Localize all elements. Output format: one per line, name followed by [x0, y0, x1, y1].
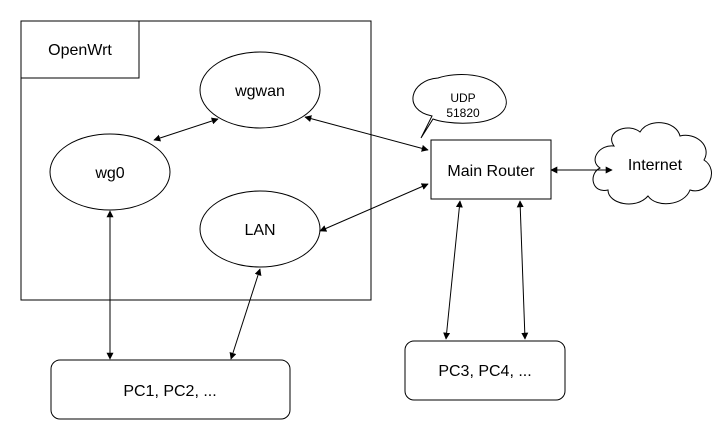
wg0-ellipse — [49, 133, 171, 211]
edge-main-router-pc4 — [516, 200, 529, 340]
edge-lan-main-router — [319, 183, 429, 232]
main-router-box — [430, 139, 552, 200]
edge-wg0-wgwan — [153, 117, 219, 142]
node-pcs-left: PC1, PC2, ... — [50, 359, 291, 420]
wgwan-ellipse — [199, 51, 321, 129]
node-internet: Internet — [592, 122, 712, 205]
callout-line2: 51820 — [446, 106, 480, 120]
openwrt-label: OpenWrt — [48, 42, 112, 59]
udp-callout: UDP 51820 — [412, 74, 507, 139]
edge-wgwan-main-router — [304, 115, 429, 152]
internet-label: Internet — [628, 157, 683, 174]
node-main-router: Main Router — [430, 139, 552, 200]
wg0-label: wg0 — [94, 165, 124, 182]
node-wgwan: wgwan — [199, 51, 321, 129]
lan-label: LAN — [244, 222, 275, 239]
pcs-left-label: PC1, PC2, ... — [123, 383, 216, 400]
edge-lan-pcs-left — [229, 268, 262, 360]
internet-cloud — [592, 122, 712, 205]
openwrt-label-box — [20, 20, 140, 79]
node-lan: LAN — [199, 190, 321, 268]
node-wg0: wg0 — [49, 133, 171, 211]
edge-main-router-pc3 — [443, 200, 463, 340]
edges — [106, 115, 613, 360]
main-router-label: Main Router — [447, 163, 535, 180]
pcs-left-box — [50, 359, 291, 420]
pcs-right-label: PC3, PC4, ... — [438, 363, 531, 380]
callout-line1: UDP — [450, 91, 475, 105]
wgwan-label: wgwan — [234, 83, 285, 100]
callout-bubble — [412, 74, 507, 139]
node-pcs-right: PC3, PC4, ... — [404, 340, 566, 401]
pcs-right-box — [404, 340, 566, 401]
